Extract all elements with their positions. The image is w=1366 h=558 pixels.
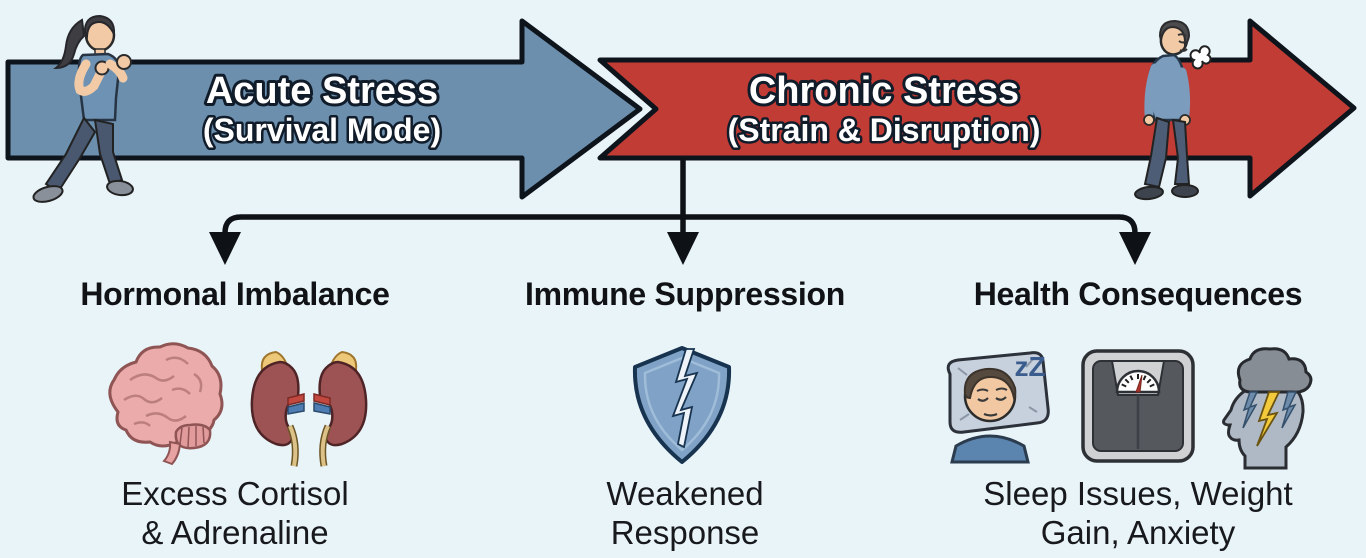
- brain-icon: [108, 342, 224, 466]
- down-arrowhead-right: [1119, 232, 1151, 265]
- branch-heading-immune-suppression: Immune Suppression: [525, 276, 845, 312]
- caption-excess-cortisol-adrenaline: Excess Cortisol & Adrenaline: [121, 475, 349, 551]
- broken-shield-icon: [632, 346, 732, 464]
- kidneys-adrenal-glands-icon: [252, 352, 366, 466]
- woman-exercising-icon: [32, 14, 134, 203]
- storm-cloud-head-icon: [1222, 347, 1313, 470]
- chronic-stress-title: Chronic Stress: [749, 70, 1019, 112]
- caption-weakened-response: Weakened Response: [606, 475, 764, 551]
- branch-heading-health-consequences: Health Consequences: [973, 276, 1303, 312]
- acute-stress-subtitle: (Survival Mode): [203, 112, 441, 148]
- chronic-stress-subtitle: (Strain & Disruption): [728, 112, 1041, 148]
- down-arrowhead-center: [667, 232, 699, 265]
- acute-stress-title: Acute Stress: [206, 70, 438, 112]
- weight-scale-icon: [1081, 349, 1195, 463]
- branch-connector-line: [222, 158, 1138, 236]
- man-exhausted-icon: [1134, 19, 1212, 201]
- caption-sleep-weight-anxiety: Sleep Issues, Weight Gain, Anxiety: [983, 475, 1293, 551]
- sleep-z-text: zZ: [1014, 351, 1045, 382]
- sigh-puff-icon: [1189, 45, 1212, 70]
- sleeping-person-icon: zZ: [946, 351, 1050, 464]
- branch-heading-hormonal-imbalance: Hormonal Imbalance: [80, 276, 390, 312]
- down-arrowhead-left: [209, 232, 241, 265]
- acute-stress-arrow: [5, 18, 643, 200]
